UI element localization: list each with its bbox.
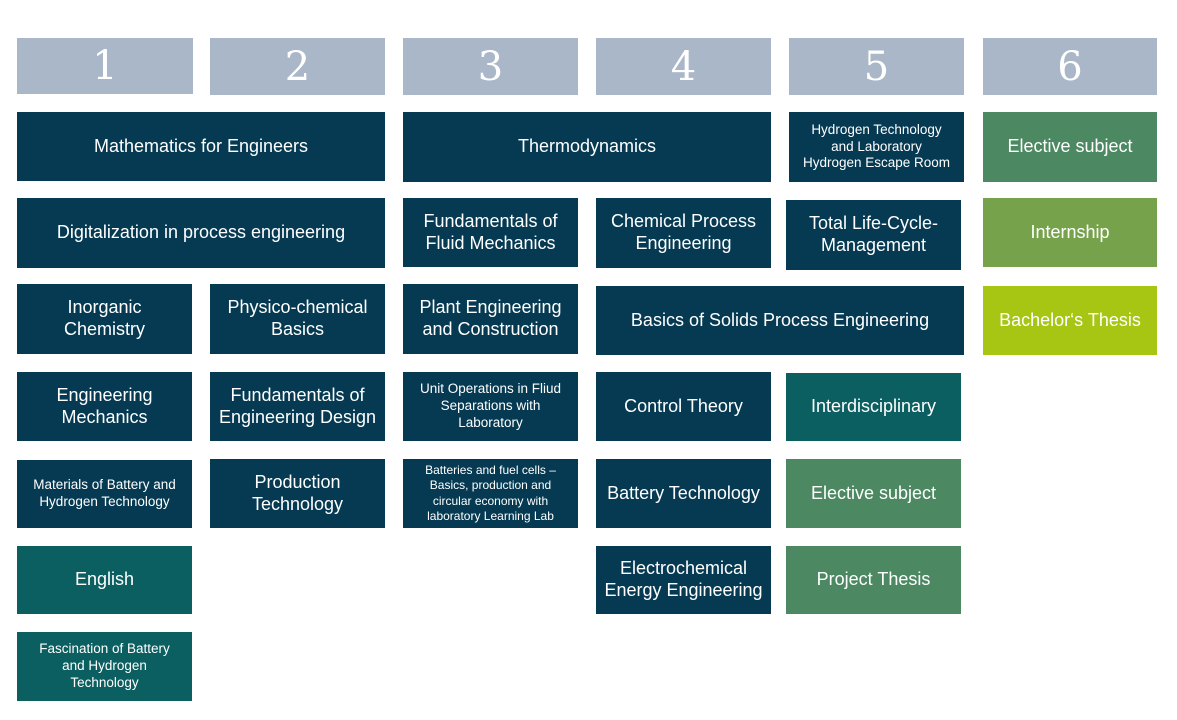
module-solids-process-engineering: Basics of Solids Process Engineering [596,286,964,355]
module-fascination-battery-hydrogen: Fascination of Battery and Hydrogen Tech… [17,632,192,701]
module-internship: Internship [983,198,1157,267]
module-digitalization: Digitalization in process engineering [17,198,385,268]
semester-header-6: 6 [983,38,1157,95]
module-inorganic-chemistry: Inorganic Chemistry [17,284,192,354]
module-thermodynamics: Thermodynamics [403,112,771,182]
module-fluid-mechanics: Fundamentals of Fluid Mechanics [403,198,578,267]
module-engineering-mechanics: Engineering Mechanics [17,372,192,441]
module-hydrogen-technology-lab: Hydrogen Technology and Laboratory Hydro… [789,112,964,182]
module-life-cycle-management: Total Life-Cycle- Management [786,200,961,270]
module-production-technology: Production Technology [210,459,385,528]
module-elective-subject-2: Elective subject [786,459,961,528]
module-chemical-process-engineering: Chemical Process Engineering [596,198,771,268]
module-bachelors-thesis: Bachelor‘s Thesis [983,286,1157,355]
module-interdisciplinary: Interdisciplinary [786,373,961,441]
module-english: English [17,546,192,614]
semester-header-2: 2 [210,38,385,95]
module-physico-chemical-basics: Physico-chemical Basics [210,284,385,354]
semester-header-1: 1 [17,38,193,94]
module-battery-technology: Battery Technology [596,459,771,528]
semester-header-5: 5 [789,38,964,95]
module-materials-battery-hydrogen: Materials of Battery and Hydrogen Techno… [17,460,192,528]
module-project-thesis: Project Thesis [786,546,961,614]
module-unit-operations: Unit Operations in Fliud Separations wit… [403,372,578,441]
module-electrochemical-energy-engineering: Electrochemical Energy Engineering [596,546,771,614]
module-engineering-design: Fundamentals of Engineering Design [210,372,385,441]
module-mathematics: Mathematics for Engineers [17,112,385,181]
module-control-theory: Control Theory [596,372,771,441]
module-plant-engineering: Plant Engineering and Construction [403,284,578,354]
module-batteries-fuel-cells: Batteries and fuel cells – Basics, produ… [403,459,578,528]
module-elective-subject-1: Elective subject [983,112,1157,182]
semester-header-4: 4 [596,38,771,95]
semester-header-3: 3 [403,38,578,95]
